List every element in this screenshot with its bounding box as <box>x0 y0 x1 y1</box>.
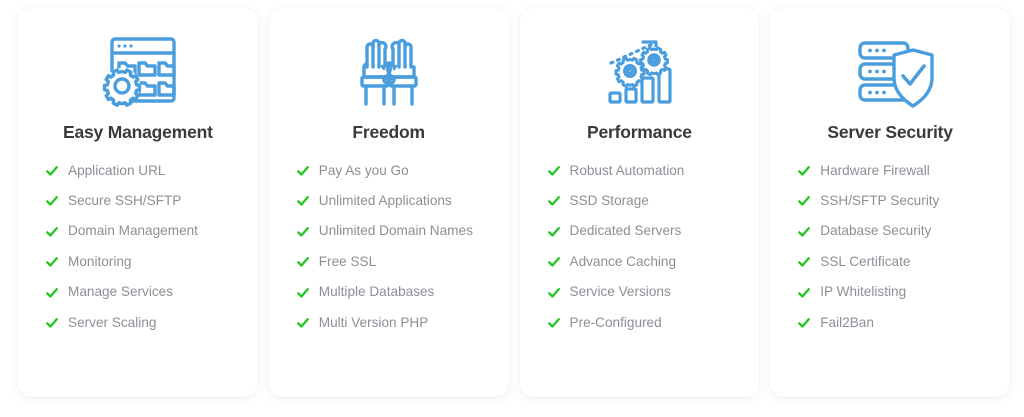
check-icon <box>296 226 309 237</box>
check-icon <box>798 196 811 207</box>
card-title: Freedom <box>352 122 425 142</box>
card-title: Performance <box>586 122 692 142</box>
check-icon <box>547 196 560 207</box>
feature-label: Database Security <box>820 223 932 239</box>
feature-label: Fail2Ban <box>820 314 874 330</box>
feature-label: IP Whitelisting <box>820 284 907 300</box>
list-item: IP Whitelisting <box>788 284 992 300</box>
check-icon <box>798 165 811 176</box>
check-icon <box>798 287 811 298</box>
list-item: Dedicated Servers <box>538 223 742 239</box>
feature-list: Robust Automation SSD Storage Dedicated … <box>538 162 742 331</box>
list-item: Pre-Configured <box>538 314 742 331</box>
feature-label: Unlimited Applications <box>318 192 452 208</box>
list-item: Server Scaling <box>36 314 240 331</box>
check-icon <box>798 226 811 237</box>
feature-list: Pay As you Go Unlimited Applications Unl… <box>287 162 491 331</box>
check-icon <box>296 318 309 328</box>
feature-list: Application URL Secure SSH/SFTP Domain M… <box>36 162 240 331</box>
feature-list: Hardware Firewall SSH/SFTP Security Data… <box>788 162 992 331</box>
list-item: Robust Automation <box>538 162 742 179</box>
feature-label: Service Versions <box>569 284 671 300</box>
feature-label: Dedicated Servers <box>569 223 682 239</box>
check-icon <box>46 318 58 328</box>
list-item: Advance Caching <box>538 253 742 270</box>
feature-card-server-security: Server Security Hardware Firewall SSH/SF… <box>770 8 1010 397</box>
list-item: Service Versions <box>538 284 742 300</box>
feature-label: Free SSL <box>318 253 377 269</box>
check-icon <box>46 257 58 267</box>
list-item: Multiple Databases <box>287 284 491 300</box>
broken-handcuffs-hands-icon <box>345 30 433 116</box>
feature-label: Manage Services <box>68 284 174 300</box>
check-icon <box>296 287 309 298</box>
check-icon <box>296 165 309 176</box>
list-item: Unlimited Applications <box>287 192 491 209</box>
feature-label: Server Scaling <box>68 314 157 330</box>
list-item: Application URL <box>36 162 240 179</box>
check-icon <box>798 257 811 267</box>
check-icon <box>46 226 58 237</box>
list-item: Free SSL <box>287 253 491 270</box>
check-icon <box>46 287 58 298</box>
feature-label: Domain Management <box>68 223 198 239</box>
feature-label: Multiple Databases <box>318 284 435 300</box>
feature-label: Application URL <box>68 162 166 178</box>
list-item: Database Security <box>788 223 992 239</box>
check-icon <box>296 257 309 267</box>
feature-label: Secure SSH/SFTP <box>68 192 182 208</box>
check-icon <box>296 196 309 207</box>
check-icon <box>547 318 560 328</box>
list-item: Manage Services <box>36 284 240 300</box>
list-item: Unlimited Domain Names <box>287 223 491 239</box>
feature-label: Pre-Configured <box>569 314 662 330</box>
list-item: Fail2Ban <box>788 314 992 331</box>
feature-card-easy-management: Easy Management Application URL Secure S… <box>18 8 258 397</box>
growth-arrow-gears-barchart-icon <box>595 30 683 116</box>
list-item: Pay As you Go <box>287 162 491 179</box>
check-icon <box>547 287 560 298</box>
list-item: Monitoring <box>36 253 240 270</box>
check-icon <box>547 165 560 176</box>
list-item: Secure SSH/SFTP <box>36 192 240 209</box>
list-item: SSD Storage <box>538 192 742 209</box>
feature-card-freedom: Freedom Pay As you Go Unlimited Applicat… <box>268 8 509 397</box>
feature-label: Monitoring <box>68 253 132 269</box>
card-title: Server Security <box>827 122 953 142</box>
check-icon <box>547 226 560 237</box>
feature-label: SSH/SFTP Security <box>820 192 940 208</box>
list-item: SSH/SFTP Security <box>788 192 992 209</box>
check-icon <box>547 257 560 267</box>
feature-card-performance: Performance Robust Automation SSD Storag… <box>519 8 760 397</box>
feature-label: Advance Caching <box>569 253 677 269</box>
browser-folders-gear-icon <box>94 30 182 116</box>
list-item: Multi Version PHP <box>287 314 491 331</box>
server-stack-shield-check-icon <box>846 30 934 116</box>
feature-label: Hardware Firewall <box>820 162 930 178</box>
list-item: SSL Certificate <box>788 253 992 270</box>
feature-label: Pay As you Go <box>318 162 409 178</box>
check-icon <box>46 165 58 176</box>
check-icon <box>798 318 811 328</box>
check-icon <box>46 196 58 207</box>
feature-label: Robust Automation <box>569 162 685 178</box>
feature-label: Multi Version PHP <box>318 314 429 330</box>
feature-label: SSD Storage <box>569 192 649 208</box>
list-item: Hardware Firewall <box>788 162 992 179</box>
feature-label: SSL Certificate <box>820 253 911 269</box>
feature-label: Unlimited Domain Names <box>318 223 473 239</box>
card-title: Easy Management <box>63 122 213 142</box>
list-item: Domain Management <box>36 223 240 239</box>
